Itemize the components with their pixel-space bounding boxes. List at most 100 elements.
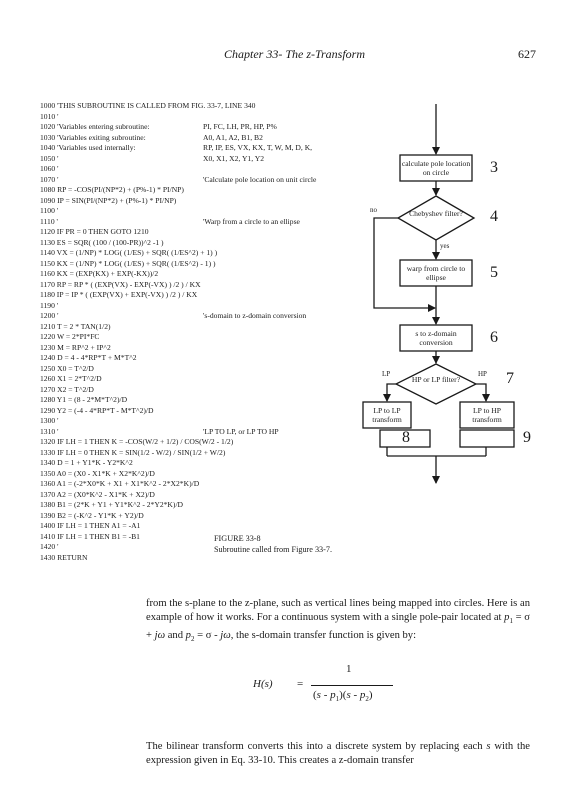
- eq-p2: p: [359, 689, 366, 701]
- var-jw2: jω: [220, 629, 231, 641]
- code-line-text: 1240 D = 4 - 4*RP*T + M*T^2: [40, 353, 137, 362]
- eq-s2: s: [346, 689, 351, 701]
- code-line-text: 1040 'Variables used internally:: [40, 143, 136, 152]
- lp-to-hp-label: LP to HP transform: [472, 406, 502, 424]
- eq-lhs: H(s): [253, 678, 273, 690]
- yes-label: yes: [440, 242, 450, 250]
- code-line-text: 1200 ': [40, 311, 59, 320]
- var-s: s: [486, 741, 491, 752]
- code-line: 1070 ' 'Calculate pole location on unit c…: [40, 175, 370, 186]
- code-listing: 1000 'THIS SUBROUTINE IS CALLED FROM FIG…: [40, 101, 370, 563]
- flowchart-graphics: [362, 104, 515, 484]
- body-text-p2b: with the expression given in Eq. 33-10. …: [146, 741, 530, 767]
- code-line: 1150 KX = (1/NP) * LOG( (1/ES) + SQR( (1…: [40, 259, 370, 270]
- code-line-text: 1010 ': [40, 111, 59, 121]
- code-line: 1180 IP = IP * ( (EXP(VX) + EXP(-VX) ) /…: [40, 290, 370, 301]
- eq-equals: =: [297, 678, 304, 690]
- code-line-text: 1080 RP = -COS(PI/(NP*2) + (P%-1) * PI/N…: [40, 185, 184, 194]
- code-line-text: 1180 IP = IP * ( (EXP(VX) + EXP(-VX) ) /…: [40, 290, 198, 299]
- code-line: 1190 ': [40, 301, 370, 312]
- code-line: 1100 ': [40, 206, 370, 217]
- body-text-mid3: = σ -: [194, 629, 221, 641]
- flowchart: calculate pole location on circle Chebys…: [360, 92, 560, 532]
- calc-pole-label: calculate pole location on circle: [401, 159, 471, 177]
- code-line: 1430 RETURN: [40, 553, 370, 564]
- body-text-mid1: = σ +: [146, 612, 530, 641]
- code-line-text: 1280 Y1 = (8 - 2*M*T^2)/D: [40, 395, 128, 404]
- step-number-8: 8: [402, 429, 410, 446]
- figure-label: FIGURE 33-8: [214, 534, 261, 543]
- step-number-3: 3: [490, 159, 498, 176]
- code-line: 1050 'X0, X1, X2, Y1, Y2: [40, 154, 370, 165]
- code-line: 1120 IF PR = 0 THEN GOTO 1210: [40, 227, 370, 238]
- code-line: 1020 'Variables entering subroutine: PI, …: [40, 122, 370, 133]
- hp-lp-label: HP or LP filter?: [411, 375, 461, 384]
- code-line-text: 1170 RP = RP * ( (EXP(VX) - EXP(-VX) ) /…: [40, 279, 201, 289]
- code-line-text: 1360 A1 = (-2*X0*K + X1 + X1*K^2 - 2*X2*…: [40, 479, 200, 488]
- code-line-comment: 'Calculate pole location on unit circle: [203, 174, 317, 184]
- body-paragraph: from the s-plane to the z-plane, such as…: [146, 597, 530, 646]
- code-line: 1290 Y2 = (-4 - 4*RP*T - M*T^2)/D: [40, 406, 370, 417]
- calc-pole-box: [399, 154, 473, 182]
- code-line-comment: 's-domain to z-domain conversion: [203, 311, 307, 320]
- step-number-7: 7: [506, 370, 514, 387]
- code-line-text: 1190 ': [40, 300, 59, 310]
- var-p1: p: [504, 612, 510, 624]
- step-9-box: [459, 429, 515, 448]
- sub-2: 2: [190, 634, 195, 643]
- code-line-text: 1350 A0 = (X0 - X1*K + X2*K^2)/D: [40, 468, 155, 478]
- code-line: 1270 X2 = T^2/D: [40, 385, 370, 396]
- figure-caption-text: Subroutine called from Figure 33-7.: [214, 545, 333, 554]
- body-paragraph-2: The bilinear transform converts this int…: [146, 740, 530, 768]
- lp-label: LP: [382, 370, 391, 378]
- code-line-text: 1120 IF PR = 0 THEN GOTO 1210: [40, 227, 149, 236]
- code-line: 1330 IF LH = 0 THEN K = SIN(1/2 - W/2) /…: [40, 448, 370, 459]
- code-line: 1380 B1 = (2*K + Y1 + Y1*K^2 - 2*Y2*K)/D: [40, 500, 370, 511]
- code-line: 1240 D = 4 - 4*RP*T + M*T^2: [40, 353, 370, 364]
- eq-sub2: 2: [365, 695, 369, 704]
- flow-hp-branch: [476, 383, 490, 402]
- eq-paren: ): [368, 689, 373, 701]
- code-line: 1340 D = 1 + Y1*K - Y2*K^2: [40, 458, 370, 469]
- code-line-comment: X0, X1, X2, Y1, Y2: [203, 153, 265, 163]
- lp-to-lp-box: [362, 401, 412, 429]
- code-line-text: 1330 IF LH = 0 THEN K = SIN(1/2 - W/2) /…: [40, 447, 226, 457]
- code-line-text: 1020 'Variables entering subroutine:: [40, 122, 150, 131]
- lp-to-hp-box: [459, 401, 515, 429]
- eq-minus: -: [320, 689, 331, 701]
- flow-no-branch: [373, 217, 436, 312]
- step-number-6: 6: [490, 329, 498, 346]
- code-line: 1110 ''Warp from a circle to an ellipse: [40, 217, 370, 228]
- code-line: 1140 VX = (1/NP) * LOG( (1/ES) + SQR( (1…: [40, 248, 370, 259]
- code-line: 1030 'Variables exiting subroutine:A0, A…: [40, 133, 370, 144]
- code-line-text: 1400 IF LH = 1 THEN A1 = -A1: [40, 521, 141, 530]
- body-text-p2a: The bilinear transform converts this int…: [146, 741, 487, 752]
- code-line-text: 1150 KX = (1/NP) * LOG( (1/ES) + SQR( (1…: [40, 258, 216, 268]
- code-line-text: 1090 IP = SIN(PI/(NP*2) + (P%-1) * PI/NP…: [40, 195, 177, 205]
- code-line-text: 1310 ': [40, 426, 59, 436]
- code-line-text: 1070 ': [40, 174, 59, 184]
- code-line-text: 1230 M = RP^2 + IP^2: [40, 342, 111, 352]
- code-line-text: 1130 ES = SQR( (100 / (100-PR))^2 -1 ): [40, 237, 164, 247]
- eq-numerator: 1: [346, 663, 352, 675]
- eq-paren: (: [342, 689, 347, 701]
- code-line-text: 1430 RETURN: [40, 552, 88, 562]
- hp-lp-diamond: [394, 363, 478, 405]
- code-line-text: 1160 KX = (EXP(KX) + EXP(-KX))/2: [40, 269, 159, 278]
- code-line: 1040 'Variables used internally:RP, IP, …: [40, 143, 370, 154]
- page-number: 627: [518, 47, 536, 61]
- sub-1: 1: [509, 617, 513, 626]
- code-line-text: 1420 ': [40, 542, 59, 551]
- warp-label: warp from circle to ellipse: [406, 264, 466, 282]
- page-header-title: Chapter 33- The z-Transform: [224, 47, 366, 61]
- step-number-4: 4: [490, 208, 498, 225]
- code-line-text: 1320 IF LH = 1 THEN K = -COS(W/2 + 1/2) …: [40, 437, 234, 446]
- code-line-text: 1290 Y2 = (-4 - 4*RP*T - M*T^2)/D: [40, 405, 154, 415]
- code-line: 1170 RP = RP * ( (EXP(VX) - EXP(-VX) ) /…: [40, 280, 370, 291]
- code-line: 1310 ''LP TO LP, or LP TO HP: [40, 427, 370, 438]
- code-line: 1230 M = RP^2 + IP^2: [40, 343, 370, 354]
- code-line-text: 1410 IF LH = 1 THEN B1 = -B1: [40, 531, 140, 541]
- code-line-comment: A0, A1, A2, B1, B2: [203, 132, 263, 142]
- code-line-comment: PI, FC, LH, PR, HP, P%: [203, 122, 277, 131]
- code-line-text: 1260 X1 = 2*T^2/D: [40, 374, 102, 383]
